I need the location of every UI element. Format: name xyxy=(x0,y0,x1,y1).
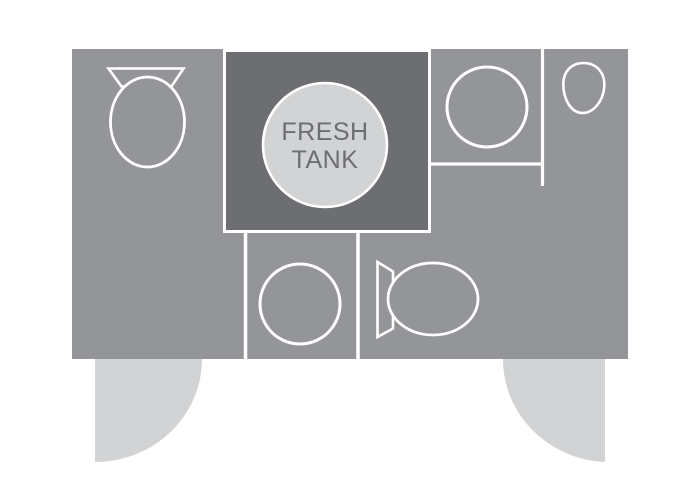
toilet-bottom-center-bowl-icon xyxy=(386,261,480,337)
door-swing-left xyxy=(95,359,202,462)
fresh-tank-label-line1: FRESH xyxy=(281,118,368,146)
sink-top-right-icon xyxy=(445,65,529,149)
toilet-top-left-bowl-icon xyxy=(109,75,186,169)
toilet-bottom-center-icon xyxy=(376,259,395,340)
sink-bottom-center-icon xyxy=(258,262,342,346)
door-swing-right xyxy=(502,359,605,462)
fresh-tank-label-line2: TANK xyxy=(292,146,359,174)
fresh-tank-circle xyxy=(261,81,389,209)
urinal-top-right-icon xyxy=(561,61,606,115)
